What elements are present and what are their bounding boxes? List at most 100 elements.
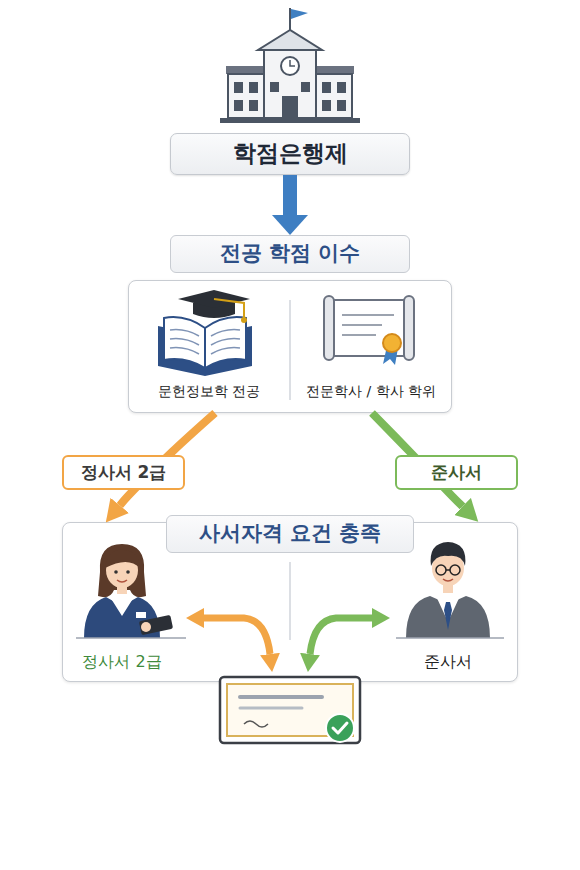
book-icon-part [158, 326, 252, 376]
diploma-icon-part [342, 324, 382, 326]
book-icon-part [178, 290, 250, 308]
school-icon-part [249, 82, 258, 93]
librarian-man-figure-part [443, 583, 453, 593]
book-icon-part [193, 303, 235, 318]
certificate-icon-part [220, 677, 360, 743]
school-icon-part [290, 60, 295, 66]
librarian-man-figure-part [431, 542, 466, 566]
librarian-woman-figure-part [117, 584, 127, 594]
panel-caption: 정사서 2급 [62, 652, 182, 671]
librarian-man-figure-part [436, 565, 446, 575]
librarian-woman-figure-part [106, 552, 138, 588]
school-icon-part [322, 100, 331, 111]
school-icon-part [316, 66, 354, 74]
node-text: 준사서 [424, 652, 472, 671]
double-arrow [204, 618, 270, 654]
certificate-icon [220, 677, 360, 743]
diploma-icon [324, 296, 414, 365]
certificate-icon-part [333, 723, 347, 733]
flow-arrow [372, 413, 463, 506]
librarian-man-figure-part [406, 596, 490, 638]
librarian-woman-figure-part [126, 570, 130, 574]
panel-caption: 문헌정보학 전공 [128, 383, 290, 400]
school-icon-part [322, 82, 331, 93]
school-icon-part [270, 82, 279, 92]
school-icon-part [337, 82, 346, 93]
diploma-icon-part [342, 314, 394, 316]
school-icon-part [228, 74, 264, 118]
group-container: 사서자격 요건 충족정사서 2급 준사서 [62, 515, 518, 682]
node-text: 문헌정보학 전공 [158, 383, 260, 400]
book-icon-part [214, 299, 244, 318]
group-container: 전공 학점 이수문헌정보학 전공 전문학사 / 학사 학위 [128, 235, 452, 413]
school-icon-part [234, 82, 243, 93]
school-icon-part [282, 96, 298, 118]
node-text: 전공 학점 이수 [220, 241, 361, 266]
diploma-icon-part [383, 334, 401, 352]
librarian-woman-figure-part [114, 570, 118, 574]
book-icon-part [211, 330, 240, 354]
school-icon-part [220, 118, 360, 123]
book-icon-part [164, 317, 205, 368]
school-icon-part [337, 100, 346, 111]
librarian-man-figure-part [443, 579, 453, 581]
school-icon-part [234, 100, 243, 111]
librarian-woman-figure-part [139, 615, 173, 635]
flow-arrow [283, 175, 297, 215]
librarian-woman-figure-part [136, 612, 146, 618]
edge-label: 정사서 2급 [81, 462, 167, 482]
double-arrow [310, 618, 372, 654]
container-heading-tab: 전공 학점 이수 [170, 235, 410, 273]
certificate-icon-part [326, 714, 354, 742]
requirement-panel: 문헌정보학 전공 [128, 280, 290, 413]
panel-caption: 전문학사 / 학사 학위 [290, 383, 452, 400]
librarian-man-figure [396, 542, 504, 638]
librarian-woman-figure-part [117, 580, 127, 582]
panel-caption: 준사서 [388, 652, 508, 671]
school-icon-part [258, 30, 322, 50]
school-icon [220, 8, 360, 123]
divider-line [289, 562, 291, 640]
school-icon-part [301, 82, 310, 92]
diploma-icon-part [324, 296, 334, 360]
school-icon-part [264, 50, 316, 118]
certificate-icon-part [244, 721, 268, 727]
librarian-woman-figure-part [84, 597, 160, 638]
book-icon-part [170, 330, 199, 354]
certificate-icon-part [240, 707, 302, 710]
librarian-woman-figure [76, 544, 186, 638]
edge-label-box: 준사서 [395, 455, 518, 490]
book-icon-part [205, 317, 246, 368]
librarian-woman-figure-part [141, 622, 151, 632]
diploma-icon-part [342, 334, 376, 336]
diploma-icon-part [330, 300, 408, 356]
diploma-icon-part [383, 346, 398, 365]
librarian-man-figure-part [396, 637, 504, 639]
node-text: 학점은행제 [233, 140, 348, 168]
librarian-man-figure-part [436, 596, 460, 622]
diploma-icon-part [404, 296, 414, 360]
flow-arrow [120, 413, 215, 505]
librarian-man-figure-part [446, 569, 450, 571]
node-text: 전문학사 / 학사 학위 [306, 383, 436, 400]
edge-label: 준사서 [431, 462, 482, 482]
librarian-man-figure-part [444, 602, 452, 630]
process-box: 학점은행제 [170, 133, 410, 175]
school-icon-part [316, 74, 352, 118]
school-icon-part [249, 100, 258, 111]
school-icon-part [291, 9, 308, 19]
node-text: 사서자격 요건 충족 [199, 521, 382, 546]
divider-line [289, 300, 291, 400]
book-icon-part [241, 317, 247, 323]
librarian-man-figure-part [450, 565, 460, 575]
certificate-icon-part [227, 684, 353, 736]
certificate-icon-part [240, 695, 322, 699]
librarian-woman-figure-part [98, 544, 146, 597]
book-icon [158, 290, 252, 376]
node-text: 정사서 2급 [82, 652, 161, 671]
requirement-panel: 전문학사 / 학사 학위 [290, 280, 452, 413]
